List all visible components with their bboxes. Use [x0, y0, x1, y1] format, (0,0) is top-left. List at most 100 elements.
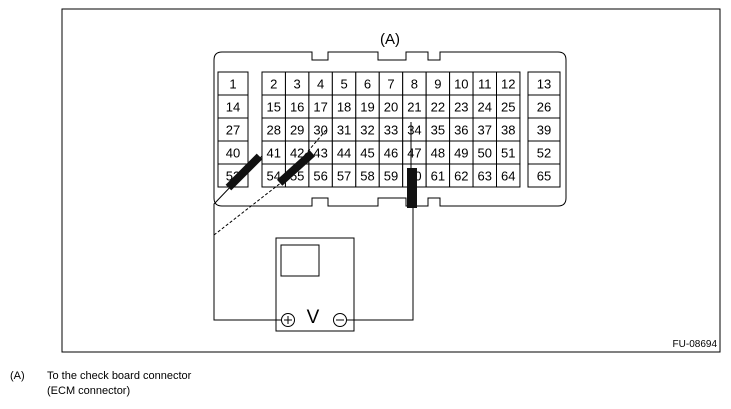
- pin-number: 21: [407, 100, 421, 115]
- pin-38: 38: [496, 117, 521, 142]
- pin-49: 49: [449, 140, 474, 165]
- pin-number: 38: [501, 123, 515, 138]
- pin-number: 61: [431, 169, 445, 184]
- pin-59: 59: [378, 163, 404, 188]
- voltmeter-symbol: V: [307, 307, 320, 328]
- pin-41: 41: [261, 140, 286, 165]
- pin-number: 24: [478, 100, 492, 115]
- pin-6: 6: [355, 71, 380, 96]
- pin-number: 41: [266, 146, 280, 161]
- pin-number: 12: [501, 77, 515, 92]
- pin-number: 31: [337, 123, 351, 138]
- pin-number: 11: [478, 77, 492, 92]
- pin-number: 42: [290, 146, 304, 161]
- pin-58: 58: [355, 163, 380, 188]
- pin-7: 7: [378, 71, 404, 96]
- caption-line-1: To the check board connector: [47, 370, 192, 382]
- pin-number: 35: [431, 123, 445, 138]
- pin-50: 50: [472, 140, 497, 165]
- pin-43: 43: [308, 140, 333, 165]
- pin-56: 56: [308, 163, 333, 188]
- pin-9: 9: [425, 71, 451, 96]
- pin-number: 25: [501, 100, 515, 115]
- pin-30: 30: [308, 117, 333, 142]
- pin-number: 36: [454, 123, 468, 138]
- probe-right: [407, 168, 417, 208]
- pin-number: 63: [478, 169, 492, 184]
- pin-number: 23: [454, 100, 468, 115]
- pin-number: 30: [313, 123, 327, 138]
- probe-middle: [276, 150, 316, 186]
- pin-number: 32: [360, 123, 374, 138]
- connector-label: (A): [380, 31, 400, 48]
- pin-number: 46: [384, 146, 398, 161]
- pin-number: 2: [270, 77, 277, 92]
- pin-number: 62: [454, 169, 468, 184]
- pin-33: 33: [378, 117, 404, 142]
- pin-64: 64: [496, 163, 521, 188]
- pin-number: 22: [431, 100, 445, 115]
- pin-2: 2: [261, 71, 286, 96]
- pin-52: 52: [527, 140, 561, 165]
- pin-34: 34: [402, 117, 427, 142]
- pin-25: 25: [496, 94, 521, 119]
- pin-number: 50: [478, 146, 492, 161]
- pin-number: 29: [290, 123, 304, 138]
- pin-number: 26: [537, 100, 551, 115]
- pin-1: 1: [217, 71, 249, 96]
- pin-12: 12: [496, 71, 521, 96]
- pin-number: 64: [501, 169, 515, 184]
- pin-24: 24: [472, 94, 497, 119]
- pin-22: 22: [425, 94, 451, 119]
- pin-16: 16: [284, 94, 310, 119]
- pin-46: 46: [378, 140, 404, 165]
- pin-29: 29: [284, 117, 310, 142]
- pin-19: 19: [355, 94, 380, 119]
- pin-number: 56: [313, 169, 327, 184]
- dashed-test-lead: [213, 181, 283, 236]
- pin-number: 57: [337, 169, 351, 184]
- minus-in-circle-icon: [333, 313, 347, 327]
- pin-number: 48: [431, 146, 445, 161]
- pin-63: 63: [472, 163, 497, 188]
- pin-51: 51: [496, 140, 521, 165]
- pin-number: 16: [290, 100, 304, 115]
- pin-32: 32: [355, 117, 380, 142]
- pin-number: 14: [226, 100, 240, 115]
- pin-number: 52: [537, 146, 551, 161]
- pin-number: 19: [360, 100, 374, 115]
- pin-40: 40: [217, 140, 249, 165]
- pin-number: 44: [337, 146, 351, 161]
- pin-45: 45: [355, 140, 380, 165]
- plus-in-circle-icon: [281, 313, 295, 327]
- pin-23: 23: [449, 94, 474, 119]
- pin-27: 27: [217, 117, 249, 142]
- pin-18: 18: [331, 94, 357, 119]
- pin-28: 28: [261, 117, 286, 142]
- pin-37: 37: [472, 117, 497, 142]
- pin-36: 36: [449, 117, 474, 142]
- pin-number: 27: [226, 123, 240, 138]
- pin-57: 57: [331, 163, 357, 188]
- pin-65: 65: [527, 163, 561, 188]
- pin-number: 6: [364, 77, 371, 92]
- pin-number: 9: [434, 77, 441, 92]
- pin-number: 18: [337, 100, 351, 115]
- pin-39: 39: [527, 117, 561, 142]
- pin-number: 17: [313, 100, 327, 115]
- pin-3: 3: [284, 71, 310, 96]
- pin-number: 5: [340, 77, 347, 92]
- pin-number: 1: [229, 77, 236, 92]
- pin-number: 7: [387, 77, 394, 92]
- voltmeter-display: [280, 244, 320, 277]
- caption-line-2: (ECM connector): [47, 385, 131, 397]
- pin-number: 37: [478, 123, 492, 138]
- pin-11: 11: [472, 71, 497, 96]
- pin-61: 61: [425, 163, 451, 188]
- pin-44: 44: [331, 140, 357, 165]
- pin-number: 39: [537, 123, 551, 138]
- pin-47: 47: [402, 140, 427, 165]
- pin-31: 31: [331, 117, 357, 142]
